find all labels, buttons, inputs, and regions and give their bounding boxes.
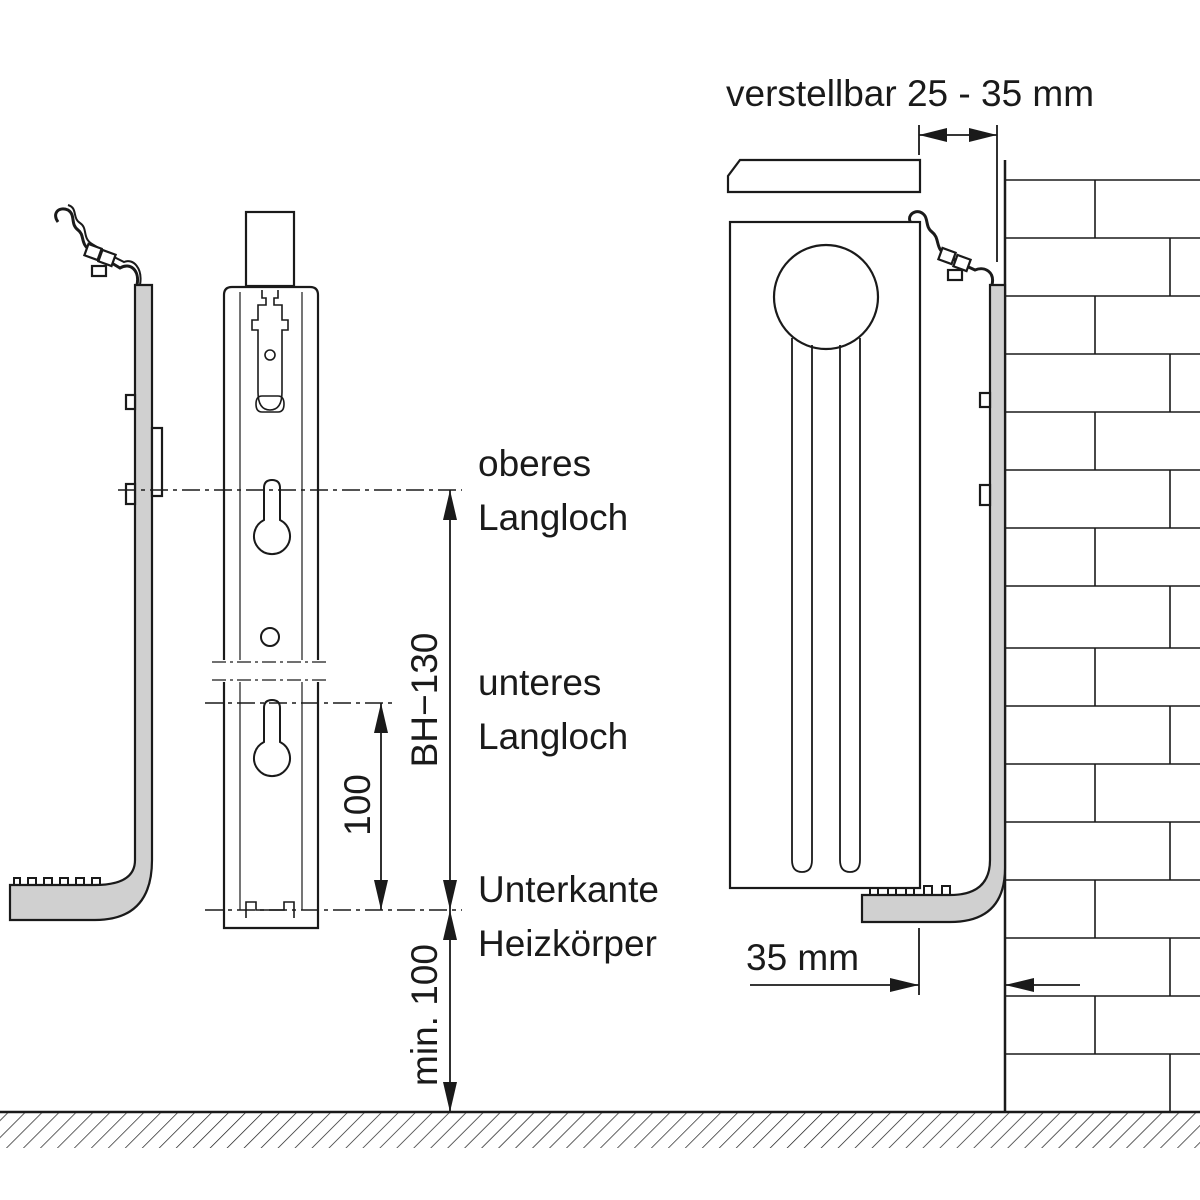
radiator-assembly <box>726 158 1007 924</box>
bracket-front-view <box>212 210 326 930</box>
label-dim-bh: BH−130 <box>404 633 445 768</box>
brick-wall <box>1003 160 1200 1112</box>
labels: verstellbar 25 - 35 mm oberes Langloch u… <box>337 73 1094 1086</box>
floor <box>0 1110 1200 1200</box>
label-lower-slot-line1: unteres <box>478 662 601 703</box>
label-adjustable: verstellbar 25 - 35 mm <box>726 73 1094 114</box>
dimension-lines <box>118 125 1080 1112</box>
label-lower-edge-line1: Unterkante <box>478 869 659 910</box>
bracket-side-view <box>8 204 164 922</box>
label-dim-100: 100 <box>337 774 378 836</box>
label-lower-slot-line2: Langloch <box>478 716 628 757</box>
brick-joints <box>1005 179 1200 1112</box>
label-lower-edge-line2: Heizkörper <box>478 923 657 964</box>
label-upper-slot-line1: oberes <box>478 443 591 484</box>
label-dim-35: 35 mm <box>746 937 859 978</box>
label-upper-slot-line2: Langloch <box>478 497 628 538</box>
label-dim-min100: min. 100 <box>404 944 445 1086</box>
